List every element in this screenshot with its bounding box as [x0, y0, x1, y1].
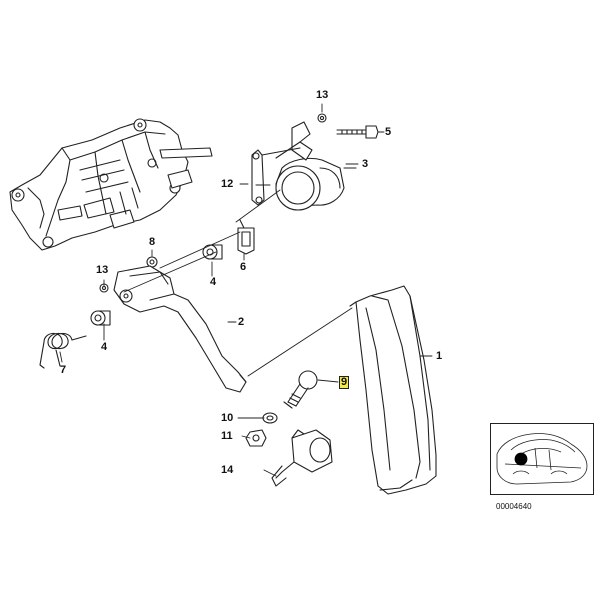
sensor-bolt — [271, 429, 333, 487]
callout-1: 1 — [436, 350, 443, 362]
callout-4-lower: 4 — [101, 341, 108, 353]
callout-8: 8 — [149, 236, 156, 248]
callout-12: 12 — [221, 178, 234, 190]
actuator-assembly — [251, 113, 381, 211]
callout-4-upper: 4 — [210, 276, 217, 288]
retaining-clip — [237, 219, 255, 255]
callout-3: 3 — [362, 158, 369, 170]
callout-2: 2 — [238, 316, 245, 328]
diagram-reference-number: 00004640 — [496, 502, 532, 511]
return-spring — [39, 332, 87, 369]
callout-13-lower: 13 — [96, 264, 109, 276]
callout-leaders — [59, 103, 433, 477]
pedal-lever — [113, 265, 247, 393]
accelerator-pedal — [349, 285, 437, 495]
pedal-bracket-housing — [9, 118, 213, 251]
callout-11: 11 — [221, 430, 233, 442]
callout-9-highlighted: 9 — [339, 376, 350, 389]
callout-7: 7 — [60, 364, 67, 376]
ball-joint-hardware — [245, 370, 318, 447]
callout-6: 6 — [240, 261, 247, 273]
callout-5: 5 — [385, 126, 392, 138]
callout-10: 10 — [221, 412, 234, 424]
callout-13-upper: 13 — [316, 89, 329, 101]
vehicle-locator-thumbnail — [490, 423, 594, 495]
car-outline-icon — [496, 433, 588, 485]
alignment-lines — [123, 189, 353, 383]
callout-14: 14 — [221, 464, 234, 476]
